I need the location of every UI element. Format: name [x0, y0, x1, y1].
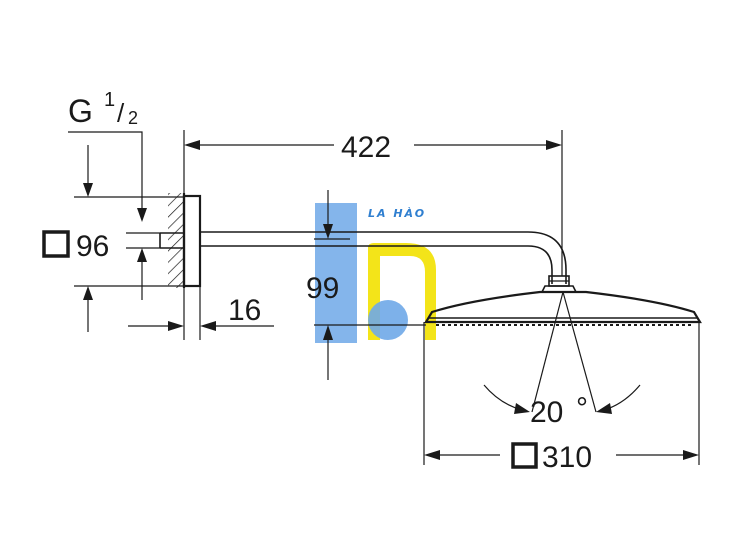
watermark-circle	[368, 300, 408, 340]
square-dimension-icon	[42, 230, 70, 258]
drop-height-dimension: 99	[306, 190, 426, 380]
wall-flange	[182, 194, 202, 288]
head-size-dimension: 310	[423, 322, 700, 474]
thread-denominator: 2	[128, 108, 138, 128]
angle-value: 20	[530, 396, 563, 429]
arm-length-value: 422	[341, 131, 391, 164]
flange-dimension: 96	[42, 145, 184, 332]
thread-label: G 1 / 2	[68, 89, 147, 222]
flange-size-value: 96	[76, 230, 109, 263]
drop-height-value: 99	[306, 272, 339, 305]
wall	[168, 193, 186, 288]
watermark-blue-bar	[315, 203, 357, 343]
arm-length-dimension: 422	[183, 130, 563, 276]
threaded-nipple	[159, 232, 184, 249]
thread-letter: G	[68, 93, 93, 129]
head-size-value: 310	[542, 441, 592, 474]
thread-slash: /	[117, 98, 125, 128]
ball-joint	[540, 275, 578, 293]
nipple-dimension	[126, 232, 160, 300]
wall-offset-value: 16	[228, 294, 261, 327]
shower-arm	[200, 231, 567, 284]
wall-offset-dimension: 16	[128, 286, 274, 340]
shower-head	[424, 290, 702, 326]
watermark-logo: LA HÀO	[315, 203, 436, 343]
wall-hatching	[168, 193, 184, 288]
tilt-angle-dimension: 20 °	[483, 291, 641, 429]
watermark-text: LA HÀO	[368, 206, 426, 220]
angle-unit: °	[576, 392, 588, 425]
square-dimension-icon	[511, 442, 538, 469]
thread-numerator: 1	[104, 89, 115, 111]
